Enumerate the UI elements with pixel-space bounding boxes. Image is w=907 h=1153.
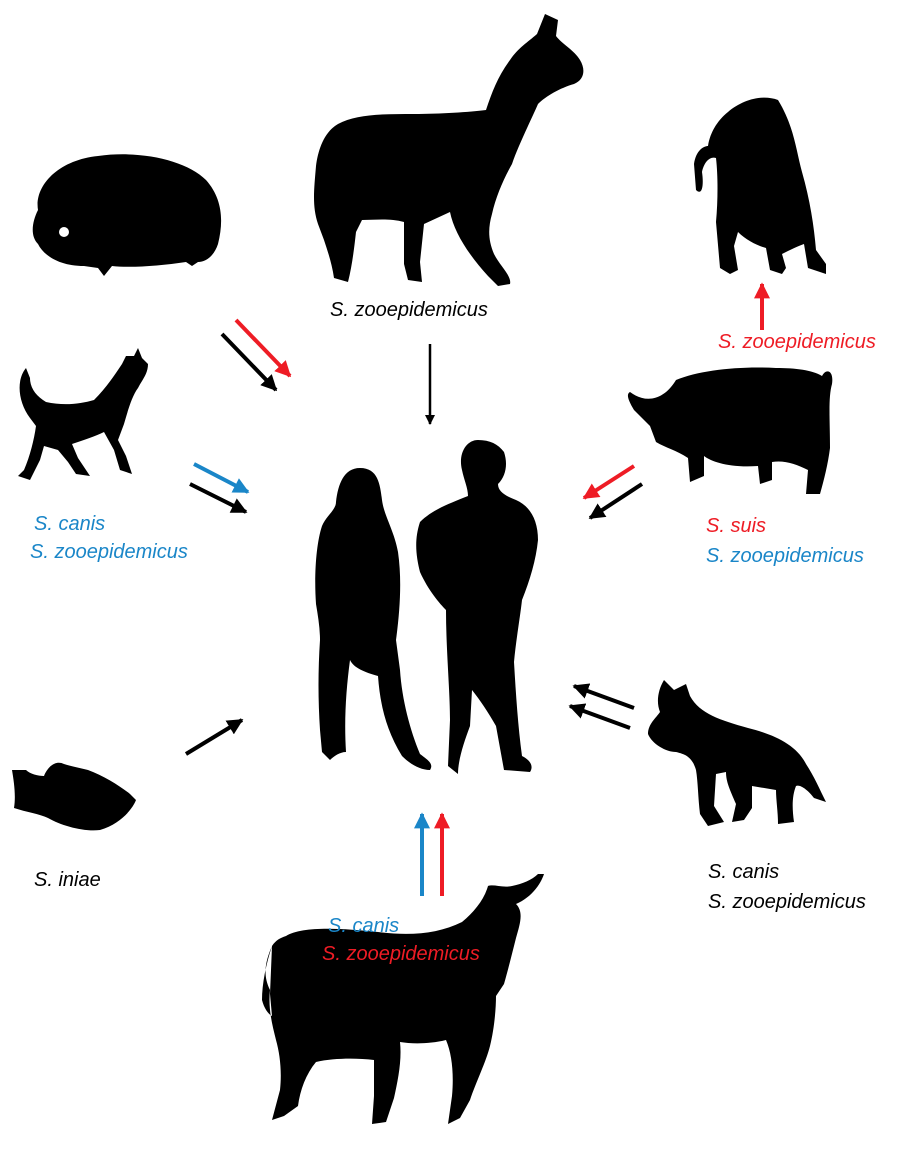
label-cattle-1: S. canis xyxy=(328,914,399,938)
horse-icon xyxy=(314,14,583,286)
label-horse: S. zooepidemicus xyxy=(330,298,488,322)
monkey-icon xyxy=(694,98,826,274)
arrow-dog-black-2 xyxy=(570,706,630,728)
label-cat-1: S. canis xyxy=(34,512,105,536)
label-cattle-2: S. zooepidemicus xyxy=(322,942,480,966)
label-pig-1: S. suis xyxy=(706,514,766,538)
cat-icon xyxy=(18,348,148,480)
label-pig-2: S. zooepidemicus xyxy=(706,544,864,568)
pig-icon xyxy=(628,368,832,495)
label-dog-1: S. canis xyxy=(708,860,779,884)
label-monkey: S. zooepidemicus xyxy=(718,330,876,354)
guinea-pig-icon xyxy=(33,154,221,276)
humans-icon xyxy=(315,440,538,774)
fish-icon xyxy=(12,763,136,831)
arrow-dog-black-1 xyxy=(574,686,634,708)
label-fish: S. iniae xyxy=(34,868,101,892)
label-dog-2: S. zooepidemicus xyxy=(708,890,866,914)
cattle-icon xyxy=(262,874,544,1124)
dog-icon xyxy=(648,680,826,826)
arrow-cat-blue xyxy=(194,464,248,492)
arrow-guineapig-red xyxy=(236,320,290,376)
arrow-fish-black xyxy=(186,720,242,754)
arrow-guineapig-black xyxy=(222,334,276,390)
label-cat-2: S. zooepidemicus xyxy=(30,540,188,564)
